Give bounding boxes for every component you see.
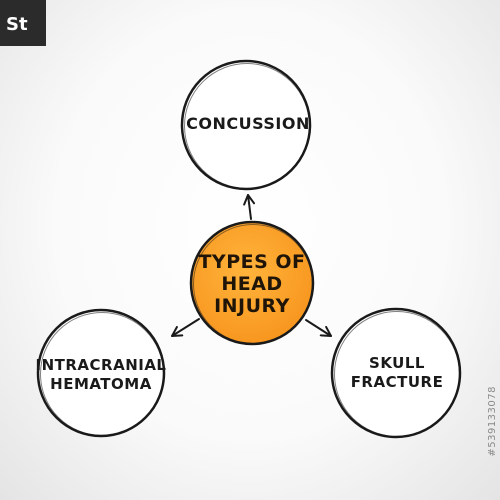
skull-fracture-node [330,307,462,439]
arrow-to-intracranial-hematoma [171,318,200,337]
stock-id-watermark: #539133078 [487,386,498,457]
arrow-to-skull-fracture [305,319,332,337]
center-label-line-1: Types of head [198,251,306,295]
concussion-label: Concussion [178,114,318,134]
center-label: Types of head injury [190,251,314,317]
intracranial-hematoma-label-line-1: Intracranial [35,356,167,374]
concussion-node [180,59,312,191]
skull-fracture-label-line-2: fracture [350,373,444,391]
intracranial-hematoma-label: Intracranial hematoma [30,356,172,394]
adobe-stock-logo-icon: St [0,0,46,46]
center-label-line-2: injury [214,295,290,317]
svg-text:St: St [6,14,28,35]
intracranial-hematoma-node [36,308,166,438]
center-node [189,220,315,346]
skull-fracture-label: Skull fracture [328,354,466,392]
skull-fracture-label-line-1: Skull [369,354,425,372]
arrow-to-concussion [243,194,256,220]
intracranial-hematoma-label-line-2: hematoma [50,375,152,393]
concussion-label-line: Concussion [186,114,310,133]
